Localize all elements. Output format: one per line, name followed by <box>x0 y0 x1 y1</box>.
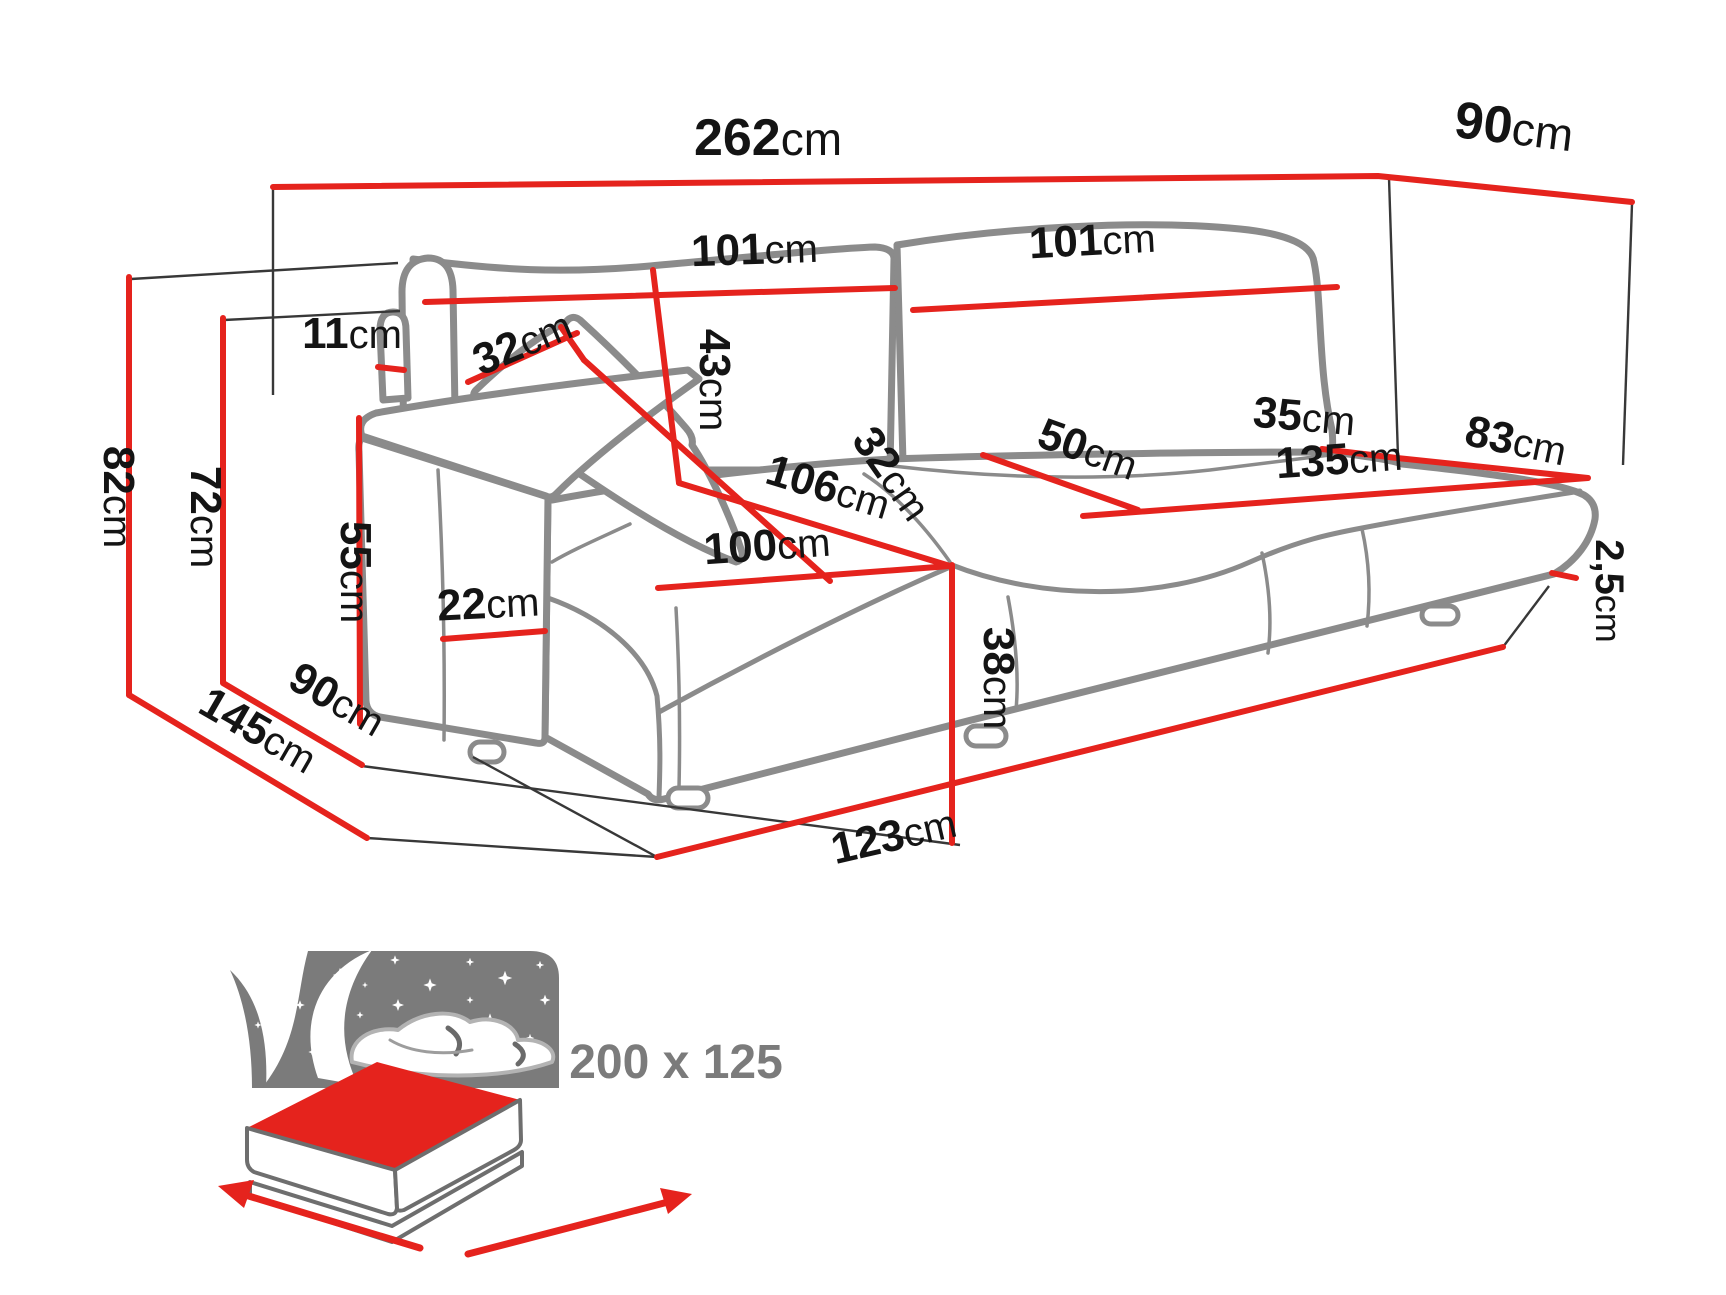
guide-floor-a <box>361 764 961 847</box>
arrow-left-head-icon <box>218 1180 254 1208</box>
chaise-top-seam <box>862 472 952 564</box>
mattress-side-right <box>393 1098 523 1213</box>
dim-line-43 <box>650 267 682 486</box>
dim-line-145 <box>126 692 370 841</box>
dim-tick-2-5 <box>1549 570 1579 581</box>
label-height-72: 72cm <box>181 466 230 568</box>
dim-line-101-right <box>910 284 1340 313</box>
blanket-crease-2 <box>512 1041 526 1067</box>
guide-floor-c <box>366 836 658 859</box>
dim-line-135-83-35 <box>1080 446 1591 519</box>
dim-line-32a <box>465 330 580 385</box>
dim-line-11 <box>375 364 407 373</box>
sofa-foot-4 <box>1419 603 1461 627</box>
label-height-82: 82cm <box>94 446 143 548</box>
armrest-top <box>357 366 703 501</box>
arrow-left-shaft <box>238 1190 424 1252</box>
blanket-crease-3 <box>388 1038 474 1055</box>
dim-line-55 <box>356 415 363 727</box>
label-sleeping-area: 200 x 125 <box>569 1036 783 1089</box>
moon-icon <box>310 950 372 1085</box>
label-cushion-101-right: 101cm <box>1028 213 1157 269</box>
sofa-foot-1 <box>467 739 507 765</box>
dim-line-90-left <box>220 680 365 768</box>
dim-line-101-left <box>422 285 898 305</box>
sofa-drawing <box>355 221 1599 811</box>
dim-line-22 <box>440 628 548 642</box>
dim-line-123 <box>654 644 1506 860</box>
guide-right-end-vertical <box>1621 203 1634 466</box>
guide-floor-d <box>1502 585 1550 648</box>
label-armrest-height-55: 55cm <box>331 521 380 623</box>
dimension-labels: 262cm 90cm 82cm 72cm 145cm 90cm 55cm 11c… <box>94 91 1631 874</box>
label-armrest-22: 22cm <box>436 576 541 630</box>
seat-back-seam <box>891 453 1332 479</box>
label-cushion-101-left: 101cm <box>690 223 818 276</box>
dim-tick-32 <box>558 324 587 363</box>
label-clearance-2-5: 2,5cm <box>1587 539 1631 643</box>
sleeping-function-icon: 200 x 125 <box>218 950 783 1258</box>
front-face-seam-2 <box>1006 595 1019 712</box>
chaise-side-top-seam <box>656 565 951 715</box>
label-backrest-43: 43cm <box>690 329 739 431</box>
dim-line-262-90 <box>270 173 1635 205</box>
arrow-right-head-icon <box>660 1188 692 1214</box>
dim-line-50 <box>980 452 1141 513</box>
seat-front-top-seam <box>949 488 1583 595</box>
dim-line-32b <box>581 357 833 584</box>
sofa-foot-2 <box>665 785 711 811</box>
projection-guides <box>130 177 1634 859</box>
blanket-icon <box>349 1011 556 1078</box>
guide-floor-b <box>472 755 658 859</box>
front-face-seam-4 <box>1360 527 1371 628</box>
chaise-front-seam <box>545 595 663 800</box>
front-face-seam-1 <box>674 606 682 790</box>
guide-back-right-vertical <box>1387 177 1400 458</box>
night-sky-sliver <box>230 970 267 1088</box>
label-seat-135: 135cm <box>1274 431 1404 489</box>
label-total-width: 262cm <box>694 109 842 167</box>
backrest-cushion-right <box>893 221 1337 466</box>
label-back-83: 83cm <box>1461 406 1571 475</box>
label-corner-35: 35cm <box>1251 388 1357 446</box>
sofa-foot-3 <box>963 723 1009 749</box>
label-chaise-width-100: 100cm <box>702 517 832 575</box>
front-face-seam-3 <box>1260 551 1272 655</box>
dim-line-106-100-38 <box>655 480 955 846</box>
label-seat-height-38: 38cm <box>974 627 1023 729</box>
guide-82-bracket <box>130 261 399 281</box>
label-top-11: 11cm <box>302 309 402 358</box>
arrow-right-shaft <box>464 1198 672 1258</box>
dimension-lines <box>126 173 1635 860</box>
armrest-seam <box>436 468 446 742</box>
label-total-depth: 90cm <box>1451 91 1576 163</box>
chaise-left-seam <box>550 522 632 564</box>
mattress-top-red <box>247 1062 520 1170</box>
guide-72-bracket <box>223 309 401 322</box>
